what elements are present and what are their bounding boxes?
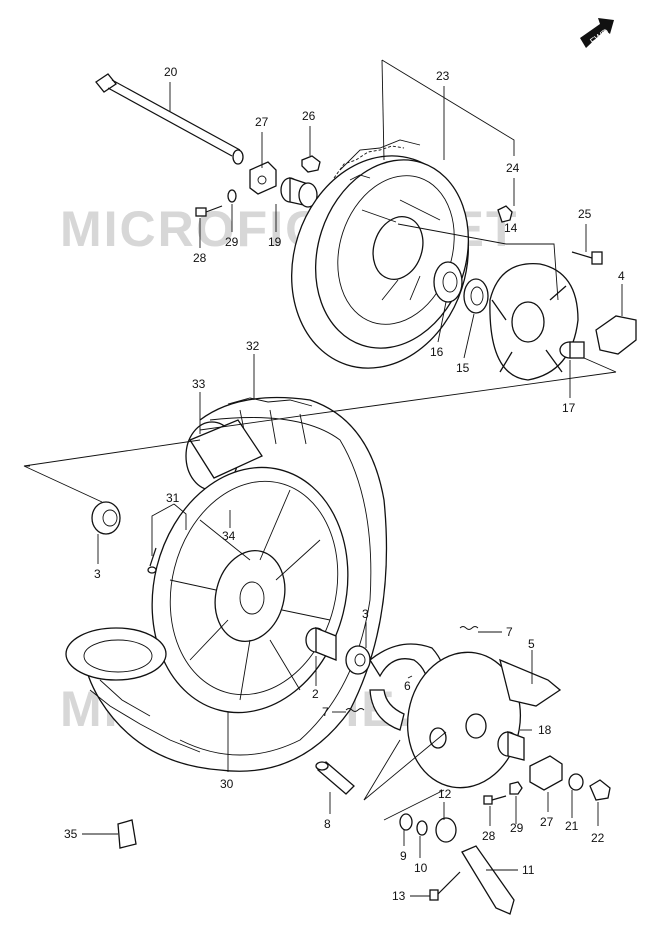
adjuster-part — [595, 315, 637, 355]
callout-7-upper: 7 — [506, 625, 513, 639]
nut-part-2 — [509, 781, 523, 795]
spacer-part-2 — [305, 627, 337, 661]
valve-part — [315, 761, 355, 795]
bolt-part-2 — [497, 205, 513, 223]
callout-8: 8 — [324, 817, 331, 831]
bolt-part-3 — [571, 251, 603, 265]
callout-24: 24 — [506, 161, 520, 175]
callout-labels: 20 27 26 23 24 25 14 4 19 28 29 16 15 17… — [64, 65, 625, 903]
brake-lever-part — [461, 845, 515, 915]
washer-part-2 — [399, 813, 413, 831]
callout-23: 23 — [436, 69, 450, 83]
spoked-wheel-part — [151, 466, 349, 714]
callout-14: 14 — [504, 221, 518, 235]
callout-35: 35 — [64, 827, 78, 841]
hub-shaft-part — [559, 341, 585, 359]
callout-26: 26 — [302, 109, 316, 123]
callout-5: 5 — [528, 637, 535, 651]
rear-hub-part — [291, 139, 470, 369]
bolt-part-5 — [429, 871, 461, 901]
callout-3-left: 3 — [94, 567, 101, 581]
callout-31: 31 — [166, 491, 180, 505]
callout-17: 17 — [562, 401, 576, 415]
callout-29-lower: 29 — [510, 821, 524, 835]
valve-cap-part — [117, 819, 137, 849]
axle-part — [95, 73, 244, 165]
spoke-part — [147, 547, 157, 574]
callout-27-lower: 27 — [540, 815, 554, 829]
callout-29: 29 — [225, 235, 239, 249]
callout-2: 2 — [312, 687, 319, 701]
cam-part — [435, 817, 457, 843]
callout-10: 10 — [414, 861, 428, 875]
callout-11: 11 — [522, 863, 535, 877]
callout-3-right: 3 — [362, 607, 369, 621]
callout-12: 12 — [438, 787, 452, 801]
bearing-part — [433, 261, 463, 303]
bolt-part-4 — [483, 795, 507, 805]
callout-21: 21 — [565, 819, 579, 833]
sprocket-mount-part — [489, 263, 579, 381]
chain-adjuster-part — [249, 161, 277, 195]
callout-28-lower: 28 — [482, 829, 496, 843]
fwd-arrow-icon: FWD — [580, 18, 614, 48]
callout-19: 19 — [268, 235, 282, 249]
callout-13: 13 — [392, 889, 406, 903]
spring-part — [459, 626, 479, 630]
callout-18: 18 — [538, 723, 552, 737]
callout-6: 6 — [404, 679, 411, 693]
bearing-part-3 — [345, 645, 371, 675]
inner-tube-part — [65, 627, 167, 681]
callout-33: 33 — [192, 377, 206, 391]
callout-27: 27 — [255, 115, 269, 129]
spacer-part — [280, 177, 318, 208]
callout-20: 20 — [164, 65, 178, 79]
callout-9: 9 — [400, 849, 407, 863]
leader-lines — [23, 59, 623, 897]
nut-part-3 — [589, 779, 611, 801]
bolt-part — [195, 205, 223, 217]
callout-34: 34 — [222, 529, 236, 543]
spring-part-2 — [345, 708, 365, 712]
callout-22: 22 — [591, 831, 605, 845]
washer-part-4 — [568, 773, 584, 791]
washer-part-3 — [416, 820, 428, 836]
callout-15: 15 — [456, 361, 470, 375]
callout-16: 16 — [430, 345, 444, 359]
chain-adjuster-part-2 — [529, 755, 563, 791]
callout-30: 30 — [220, 777, 234, 791]
spacer-part-3 — [497, 731, 525, 761]
callout-4: 4 — [618, 269, 625, 283]
callout-7-lower: 7 — [322, 705, 329, 719]
callout-32: 32 — [246, 339, 260, 353]
nut-part — [301, 155, 321, 173]
brake-panel-part — [406, 651, 562, 789]
oil-seal-part — [463, 278, 489, 314]
callout-25: 25 — [578, 207, 592, 221]
washer-part — [227, 189, 237, 203]
callout-28: 28 — [193, 251, 207, 265]
bearing-part-2 — [91, 501, 121, 535]
